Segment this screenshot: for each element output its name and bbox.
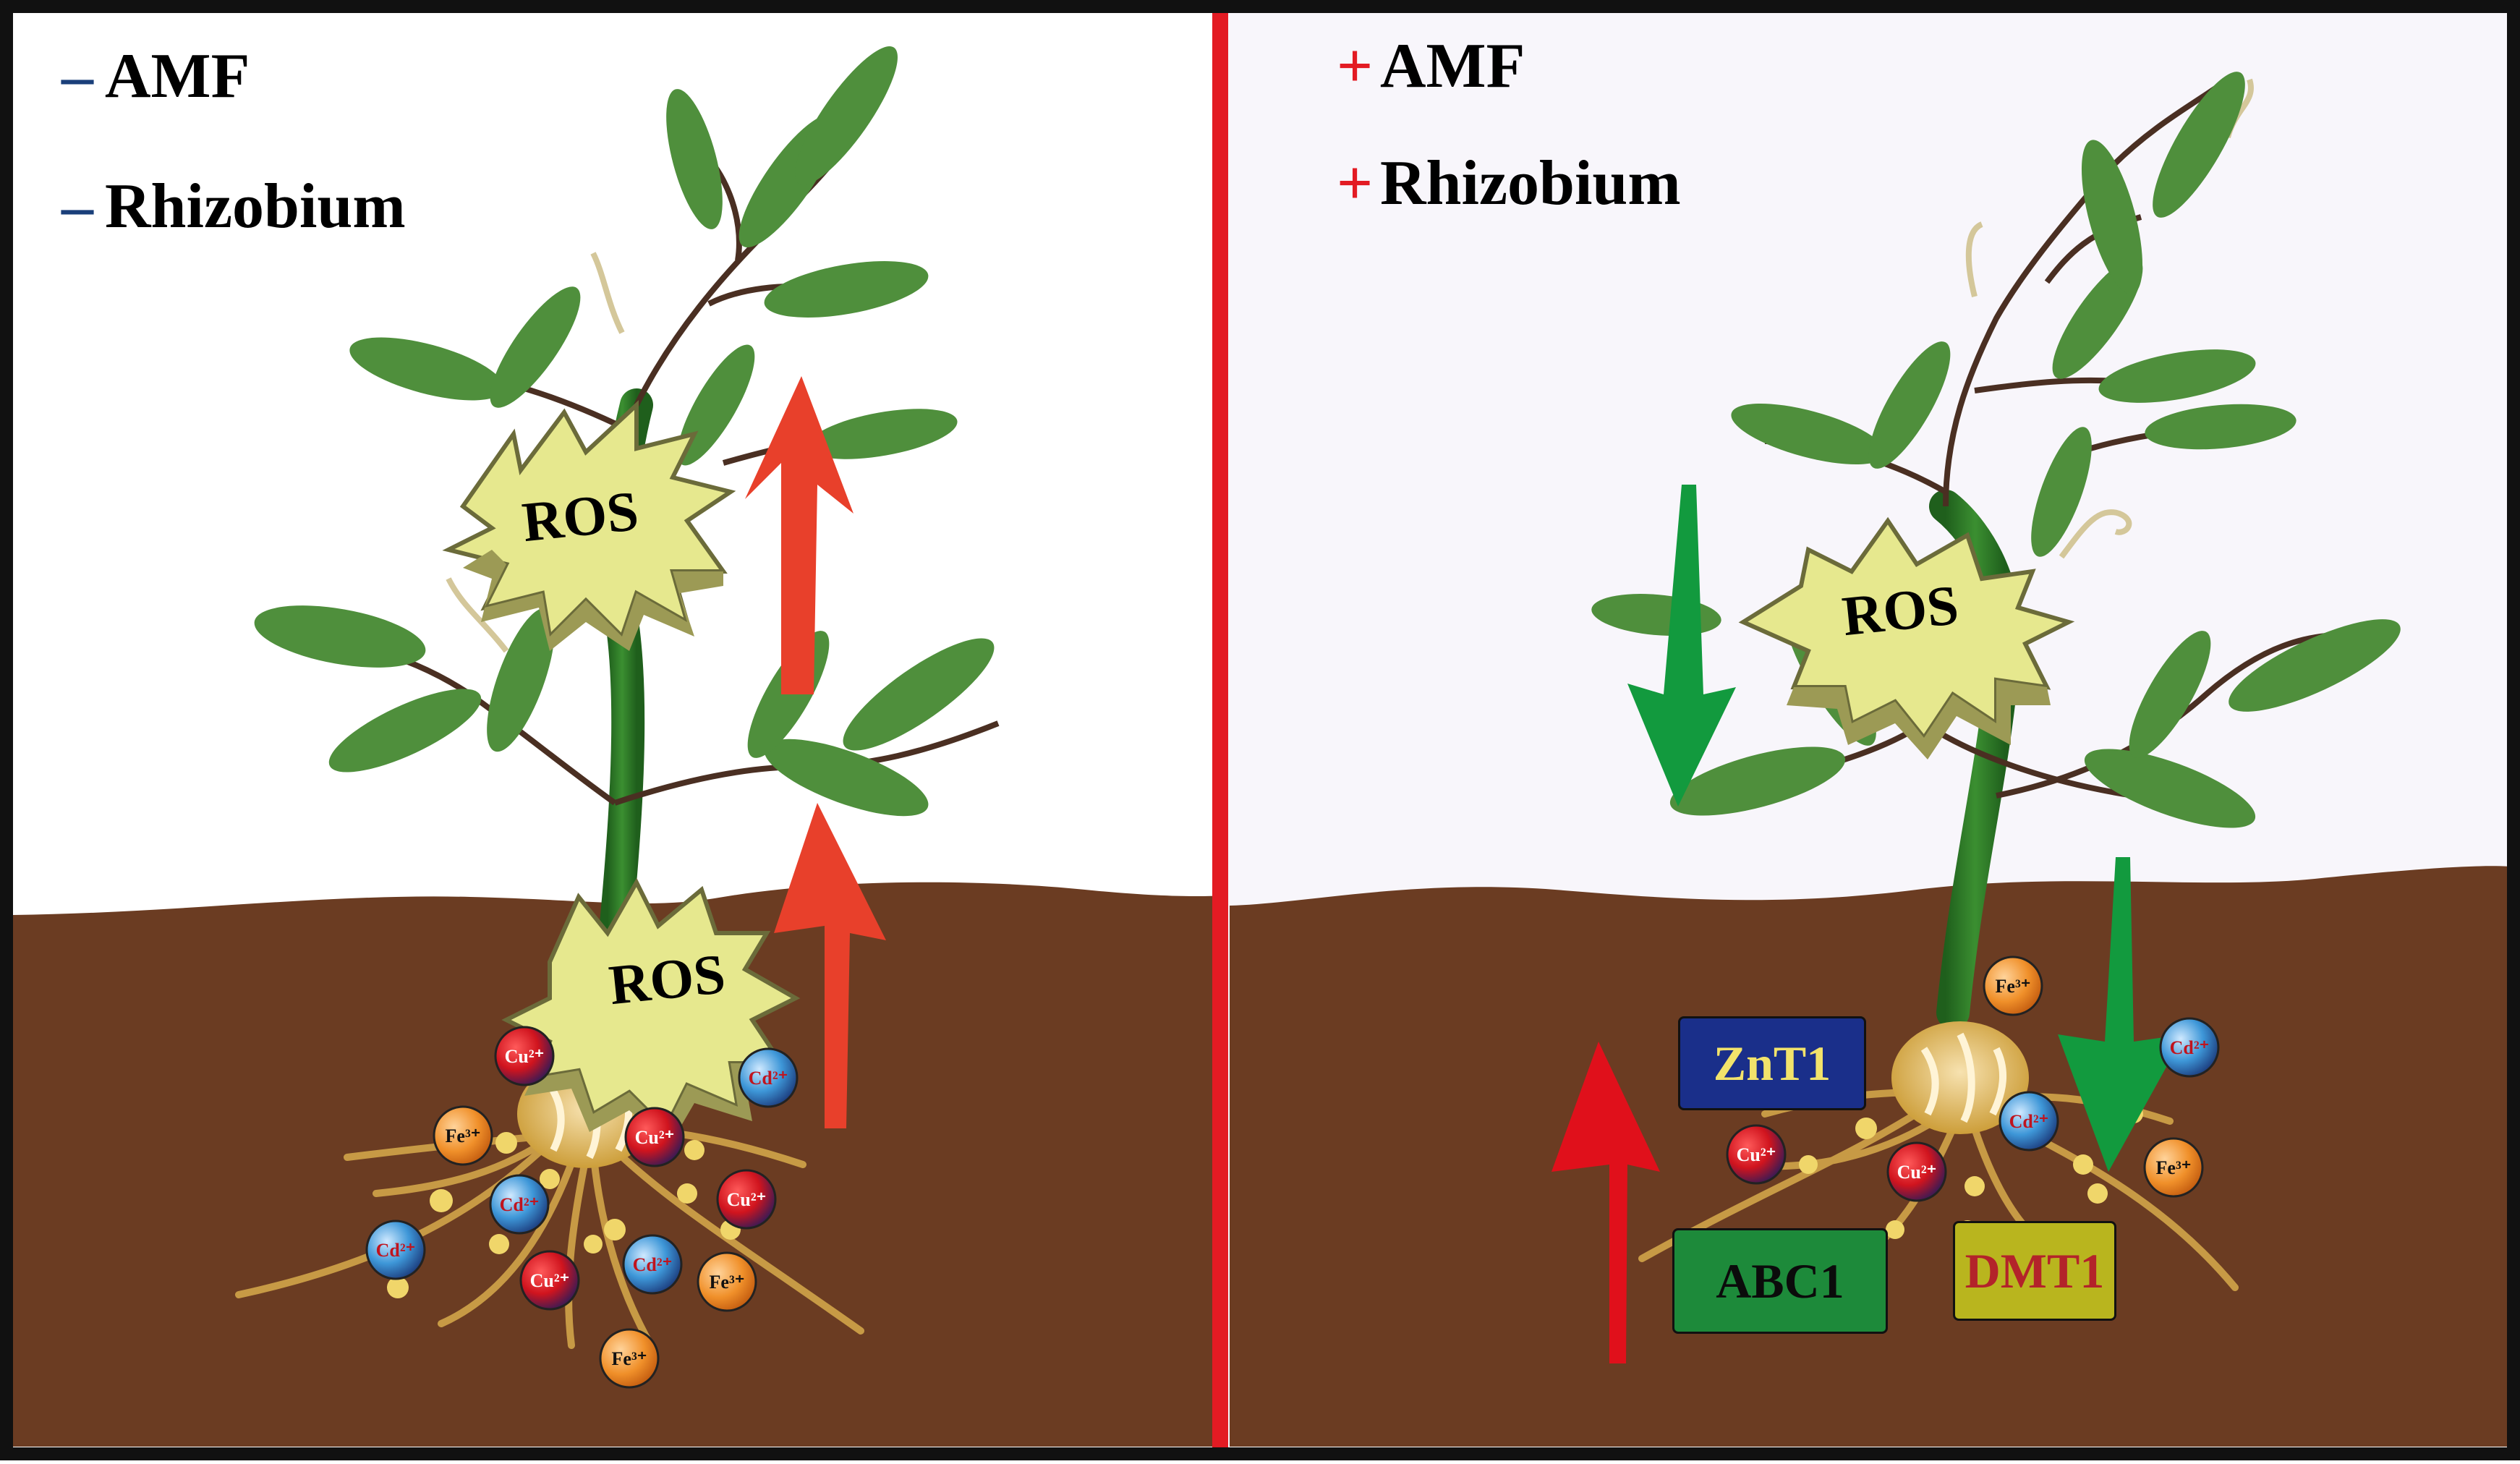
left-condition-rhizobium: –Rhizobium	[61, 175, 406, 239]
right-up-arrow	[1551, 1042, 1660, 1363]
left-ion-fe-10: Fe³⁺	[599, 1328, 660, 1389]
left-condition-rhizobium-label: Rhizobium	[105, 171, 406, 242]
left-ion-label-2: Fe³⁺	[446, 1125, 481, 1146]
gene-box-abc1: ABC1	[1672, 1228, 1888, 1334]
right-ion-fe-0: Fe³⁺	[1983, 956, 2043, 1016]
right-ion-label-5: Fe³⁺	[2156, 1157, 2192, 1178]
left-ion-fe-9: Fe³⁺	[697, 1251, 757, 1312]
right-condition-rhizobium-label: Rhizobium	[1380, 148, 1681, 218]
gene-box-dmt1: DMT1	[1953, 1221, 2116, 1321]
right-down-arrow-lower	[2058, 857, 2184, 1172]
gene-box-znt1: ZnT1	[1678, 1016, 1866, 1110]
right-condition-amf-label: AMF	[1380, 31, 1525, 101]
right-ion-cd-2: Cd²⁺	[1998, 1091, 2059, 1152]
left-condition-amf-sign: –	[61, 41, 93, 111]
left-ion-label-8: Cu²⁺	[530, 1270, 570, 1291]
right-condition-amf: +AMF	[1337, 35, 1525, 98]
left-soil	[13, 882, 1222, 1447]
right-soil	[1230, 866, 2510, 1447]
ros-label-left-lower: ROS	[606, 942, 728, 1016]
right-ion-cu-3: Cu²⁺	[1726, 1124, 1787, 1185]
ros-burst-left-upper	[442, 400, 736, 651]
left-up-arrow-lower	[774, 803, 886, 1128]
left-ion-label-1: Cd²⁺	[749, 1068, 788, 1089]
left-ion-label-3: Cu²⁺	[635, 1127, 675, 1148]
left-condition-amf-label: AMF	[105, 41, 250, 111]
left-ion-label-9: Fe³⁺	[710, 1272, 745, 1293]
left-ion-label-7: Cd²⁺	[633, 1254, 673, 1275]
left-ion-label-4: Cd²⁺	[500, 1194, 540, 1215]
left-ion-label-6: Cd²⁺	[376, 1240, 416, 1261]
ions-layer: Cu²⁺ Cd²⁺ Fe³⁺ Cu²⁺ Cd²⁺ Cu²⁺ Cd²⁺ Cd²⁺ Cu²⁺ Fe³⁺…	[365, 956, 2220, 1389]
ros-label-right: ROS	[1839, 573, 1962, 647]
left-ion-fe-2: Fe³⁺	[433, 1105, 493, 1166]
left-ion-cu-5: Cu²⁺	[716, 1169, 777, 1230]
left-ion-cd-4: Cd²⁺	[489, 1174, 550, 1235]
left-ion-label-5: Cu²⁺	[727, 1189, 767, 1210]
left-ion-cu-3: Cu²⁺	[624, 1107, 685, 1167]
right-ion-label-0: Fe³⁺	[1996, 976, 2031, 997]
right-ion-label-1: Cd²⁺	[2170, 1037, 2210, 1058]
right-ion-label-3: Cu²⁺	[1737, 1144, 1776, 1165]
right-down-arrow-upper	[1627, 485, 1736, 807]
right-ion-cd-1: Cd²⁺	[2159, 1017, 2220, 1078]
right-ion-fe-5: Fe³⁺	[2143, 1137, 2204, 1198]
left-ion-cu-0: Cu²⁺	[494, 1026, 555, 1086]
right-condition-amf-sign: +	[1337, 31, 1374, 101]
left-ion-label-10: Fe³⁺	[612, 1348, 647, 1369]
right-ion-label-4: Cu²⁺	[1897, 1162, 1937, 1183]
ros-label-left-upper: ROS	[519, 479, 642, 553]
panel-divider	[1212, 7, 1228, 1452]
ros-burst-right	[1738, 516, 2075, 759]
left-ion-cu-8: Cu²⁺	[519, 1250, 580, 1311]
right-condition-rhizobium: +Rhizobium	[1337, 152, 1681, 216]
left-ion-cd-6: Cd²⁺	[365, 1220, 426, 1280]
right-condition-rhizobium-sign: +	[1337, 148, 1374, 218]
left-condition-rhizobium-sign: –	[61, 171, 93, 242]
left-ion-cd-1: Cd²⁺	[738, 1047, 799, 1108]
right-ion-cu-4: Cu²⁺	[1886, 1141, 1947, 1202]
left-up-arrow-upper	[745, 376, 854, 694]
left-ion-label-0: Cu²⁺	[505, 1046, 545, 1067]
right-ion-label-2: Cd²⁺	[2009, 1111, 2049, 1132]
left-ion-cd-7: Cd²⁺	[622, 1234, 683, 1295]
left-condition-amf: –AMF	[61, 45, 250, 108]
